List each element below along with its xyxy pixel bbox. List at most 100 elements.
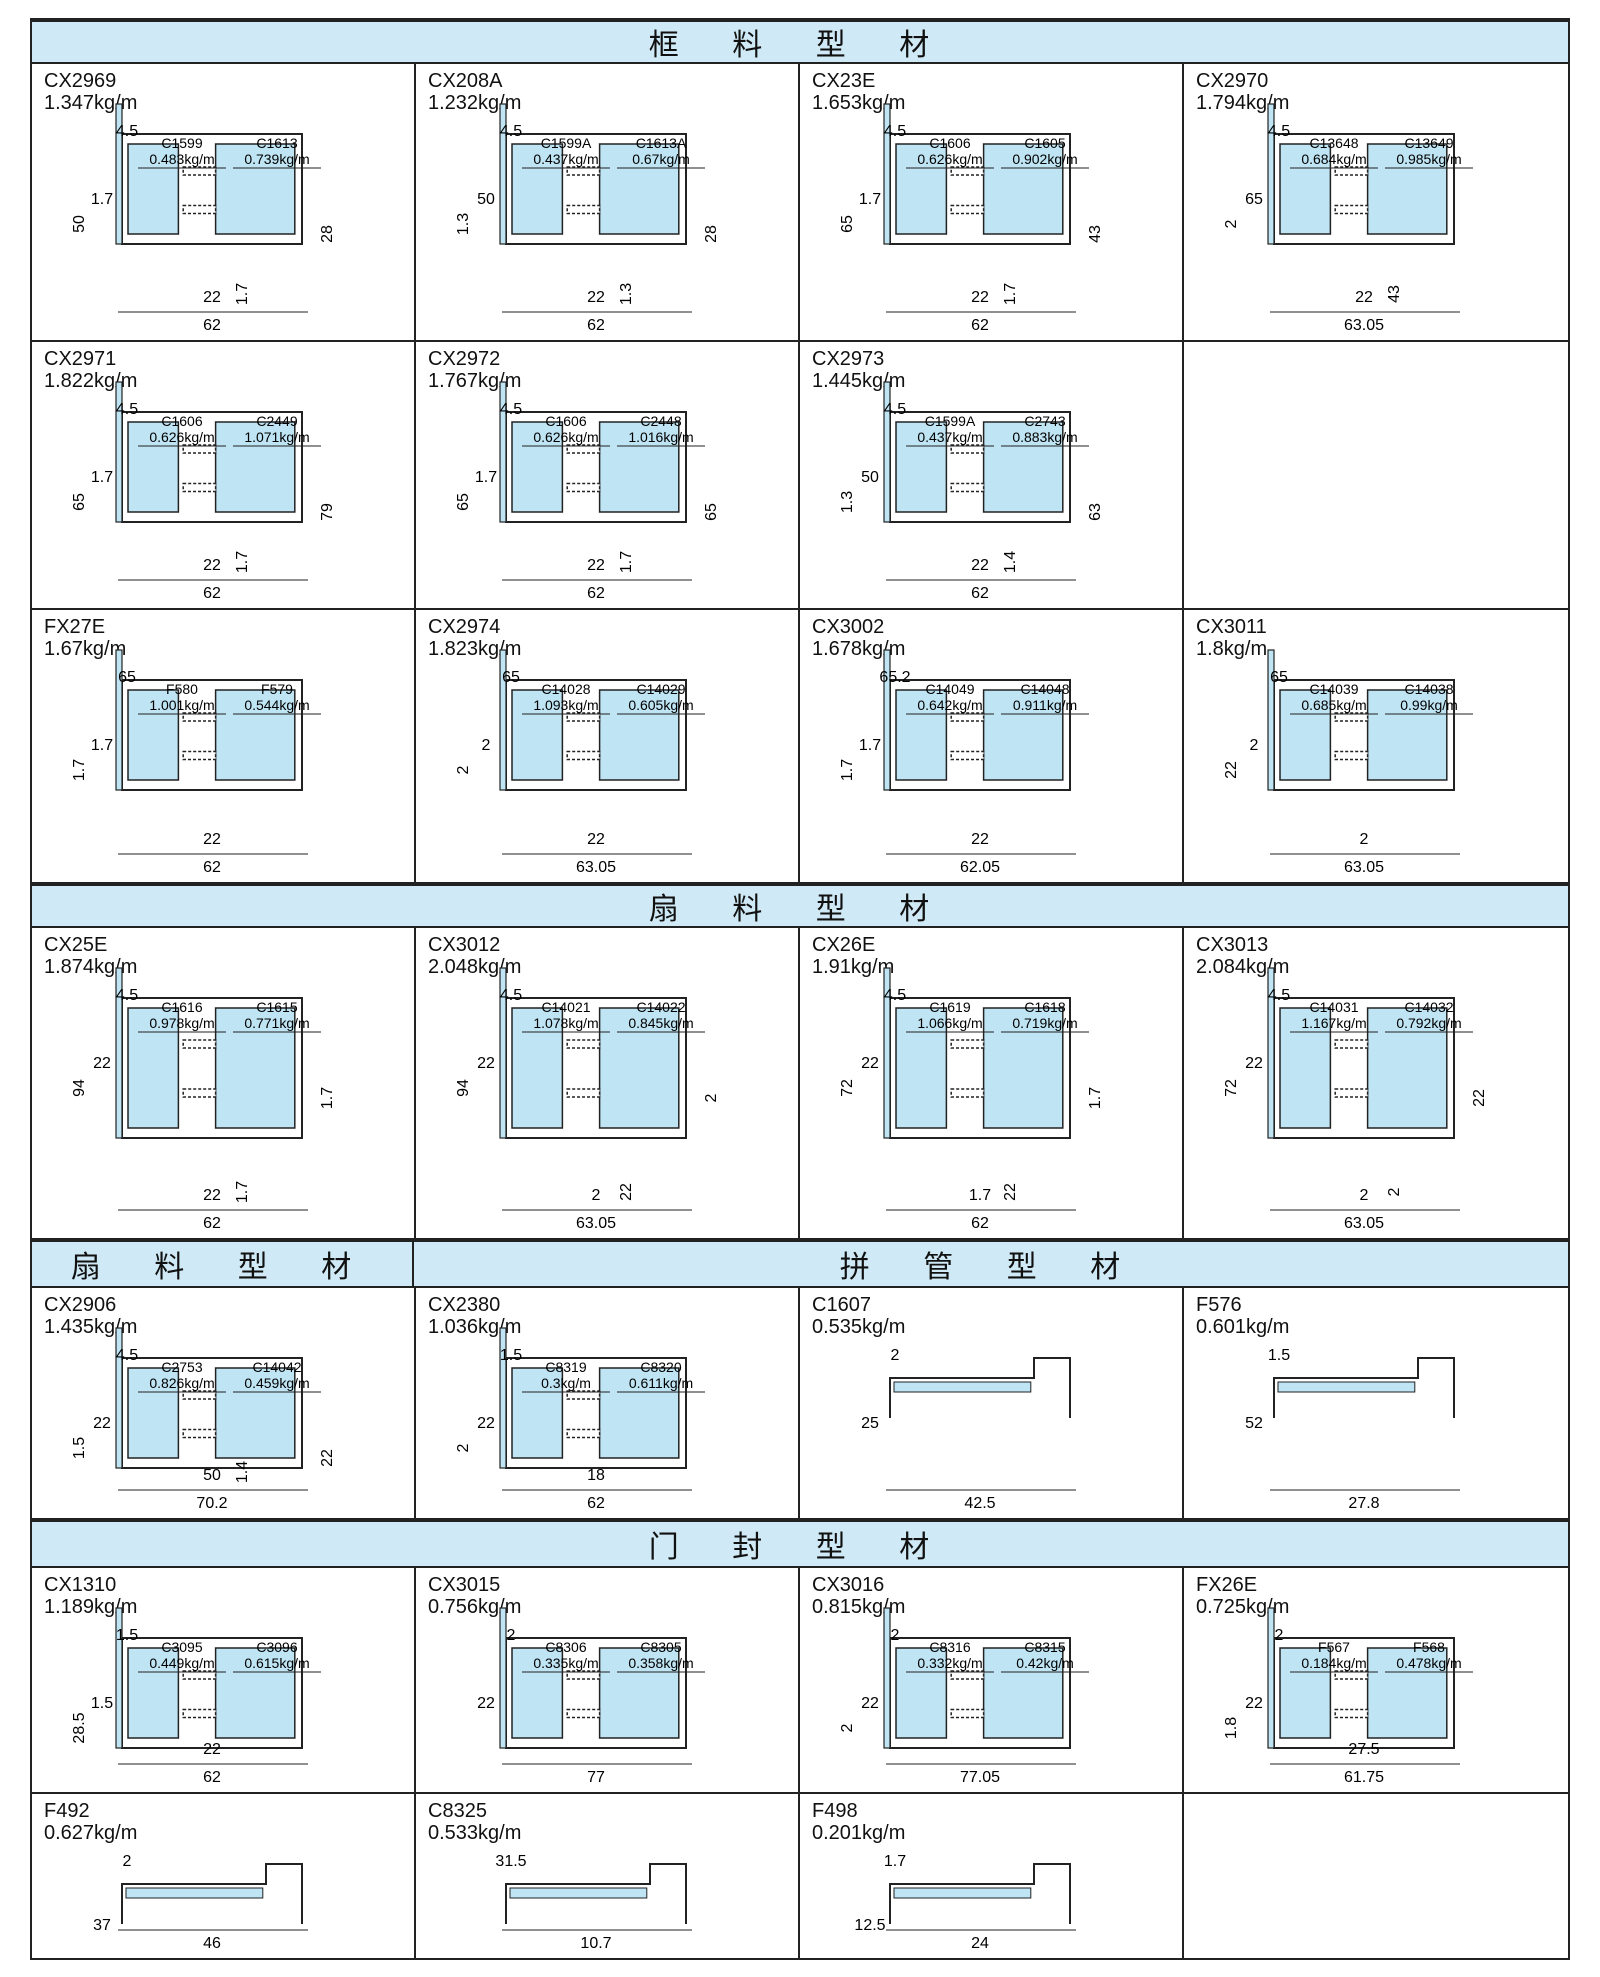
dimension-label: 1.7 [234,1181,251,1203]
part-code: F580 [166,681,198,697]
dimension-label: 65 [839,215,856,233]
profile-weight: 1.435kg/m [44,1316,138,1338]
dimension-label: 43 [1087,225,1104,243]
part-weight: 0.626kg/m [917,151,982,167]
part-weight: 1.001kg/m [149,697,214,713]
profile-drawing [115,103,303,245]
dimension-label: 65 [1245,191,1263,208]
profile-weight: 1.91kg/m [812,956,895,978]
dimension-label: 62 [971,585,989,602]
section-title-sash-profiles: 扇 料 型 材 [32,884,1568,928]
part-code: C8320 [640,1359,681,1375]
part-code: C1606 [929,135,970,151]
part-weight: 1.016kg/m [628,429,693,445]
dimension-label: 1.7 [234,551,251,573]
dimension-label: 62 [203,1769,221,1786]
part-weight: 0.67kg/m [632,151,690,167]
dimension-label: 22 [203,1741,221,1758]
part-weight: 1.071kg/m [244,429,309,445]
dimension-label: 25 [861,1415,879,1432]
dimension-label: 63.05 [1344,859,1384,876]
dimension-label: 10.7 [580,1935,611,1952]
part-weight: 0.845kg/m [628,1015,693,1031]
part-code: C14032 [1404,999,1453,1015]
profile-code: CX2970 [1196,70,1269,92]
dimension-label: 4.5 [1268,987,1290,1004]
dimension-label: 2 [455,1443,472,1452]
profile-drawing [889,1357,1071,1418]
dimension-label: 70.2 [196,1495,227,1512]
dimension-label: 22 [93,1415,111,1432]
dimension-label: 63.05 [576,859,616,876]
dimension-label: 62 [587,317,605,334]
dimension-label: 1.7 [969,1187,991,1204]
part-code: C8319 [545,1359,586,1375]
dimension-label: 4.5 [500,401,522,418]
dimension-label: 1.7 [91,737,113,754]
part-code: F579 [261,681,293,697]
dimension-label: 2 [1223,219,1240,228]
part-weight: 0.478kg/m [1396,1655,1461,1671]
part-code: C14022 [636,999,685,1015]
dimension-label: 62 [971,317,989,334]
dimension-label: 2 [123,1853,132,1870]
part-weight: 0.611kg/m [629,1375,693,1391]
dimension-label: 22 [587,289,605,306]
profile-code: CX3015 [428,1574,501,1596]
dimension-label: 62 [971,1215,989,1232]
part-weight: 0.332kg/m [917,1655,982,1671]
profile-code: C8325 [428,1800,487,1822]
profile-drawing [499,1607,687,1749]
dimension-label: 1.7 [319,1087,336,1109]
profile-code: CX23E [812,70,876,92]
dimension-label: 1.8 [1223,1717,1240,1739]
profile-weight: 0.535kg/m [812,1316,906,1338]
profile-weight: 1.8kg/m [1196,638,1268,660]
dimension-label: 27.5 [1348,1741,1379,1758]
profile-drawing [499,103,687,245]
part-code: C14048 [1020,681,1069,697]
profile-code: C1607 [812,1294,871,1316]
profile-drawing [883,381,1071,523]
profile-weight: 1.822kg/m [44,370,138,392]
profile-figure: 31.510.7 [495,1853,692,1952]
dimension-label: 61.75 [1344,1769,1384,1786]
profile-code: CX2972 [428,348,501,370]
dimension-label: 22 [1245,1055,1263,1072]
dimension-label: 1.7 [859,191,881,208]
profile-weight: 1.67kg/m [44,638,127,660]
profile-figure: C30950.449kg/mC30960.615kg/m1.51.528.522… [71,1607,321,1786]
dimension-label: 22 [971,557,989,574]
part-code: C1613 [256,135,297,151]
dimension-label: 22 [861,1695,879,1712]
dimension-label: 1.7 [71,759,88,781]
profile-code: CX2906 [44,1294,117,1316]
profile-code: CX3002 [812,616,885,638]
dimension-label: 22 [971,831,989,848]
profile-code: CX2969 [44,70,117,92]
profile-weight: 0.201kg/m [812,1822,906,1844]
empty-cell [1184,342,1568,610]
dimension-label: 63 [1087,503,1104,521]
dimension-label: 1.5 [71,1437,88,1459]
dimension-label: 77.05 [960,1769,1000,1786]
dimension-label: 2 [482,737,491,754]
dimension-label: 4.5 [884,123,906,140]
part-code: C1615 [256,999,297,1015]
part-weight: 0.184kg/m [1301,1655,1366,1671]
profile-drawing [115,649,303,791]
profile-drawing [883,649,1071,791]
